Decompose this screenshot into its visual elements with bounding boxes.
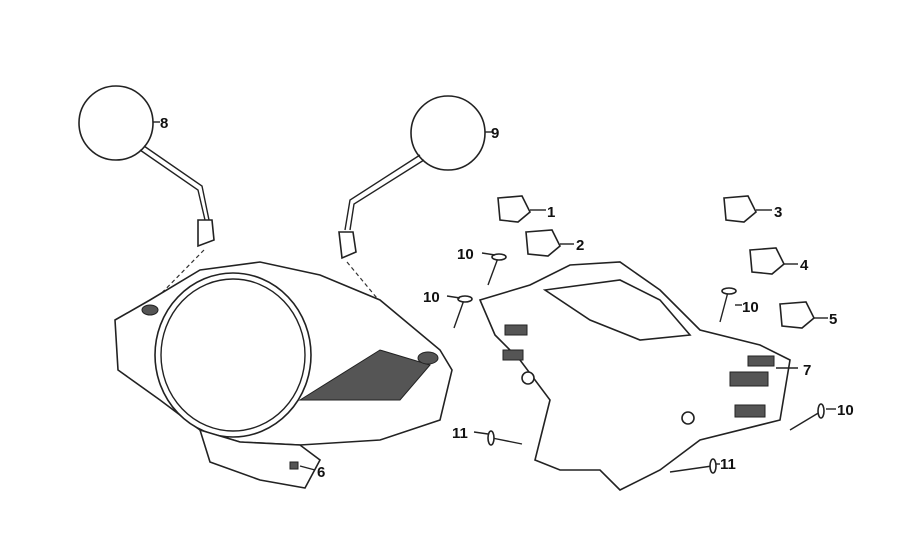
mirror-left <box>78 85 215 311</box>
callout-10-d: 10 <box>837 402 854 419</box>
callout-2: 2 <box>576 237 584 254</box>
callout-1: 1 <box>547 204 555 221</box>
callout-4: 4 <box>800 257 809 274</box>
callout-11-b: 11 <box>720 456 736 473</box>
callout-5: 5 <box>829 311 837 328</box>
rear-handlebar-cover <box>478 261 798 491</box>
callout-10-b: 10 <box>423 289 440 306</box>
front-handlebar-cover <box>114 261 453 489</box>
callout-3: 3 <box>774 204 782 221</box>
callout-6: 6 <box>317 464 325 481</box>
callout-8: 8 <box>160 115 168 132</box>
callout-10-a: 10 <box>457 246 474 263</box>
callout-9: 9 <box>491 125 499 142</box>
switch-caps <box>497 195 828 329</box>
screws <box>446 252 836 474</box>
callout-11-a: 11 <box>452 425 468 442</box>
callout-10-c: 10 <box>742 299 759 316</box>
callout-7: 7 <box>803 362 811 379</box>
